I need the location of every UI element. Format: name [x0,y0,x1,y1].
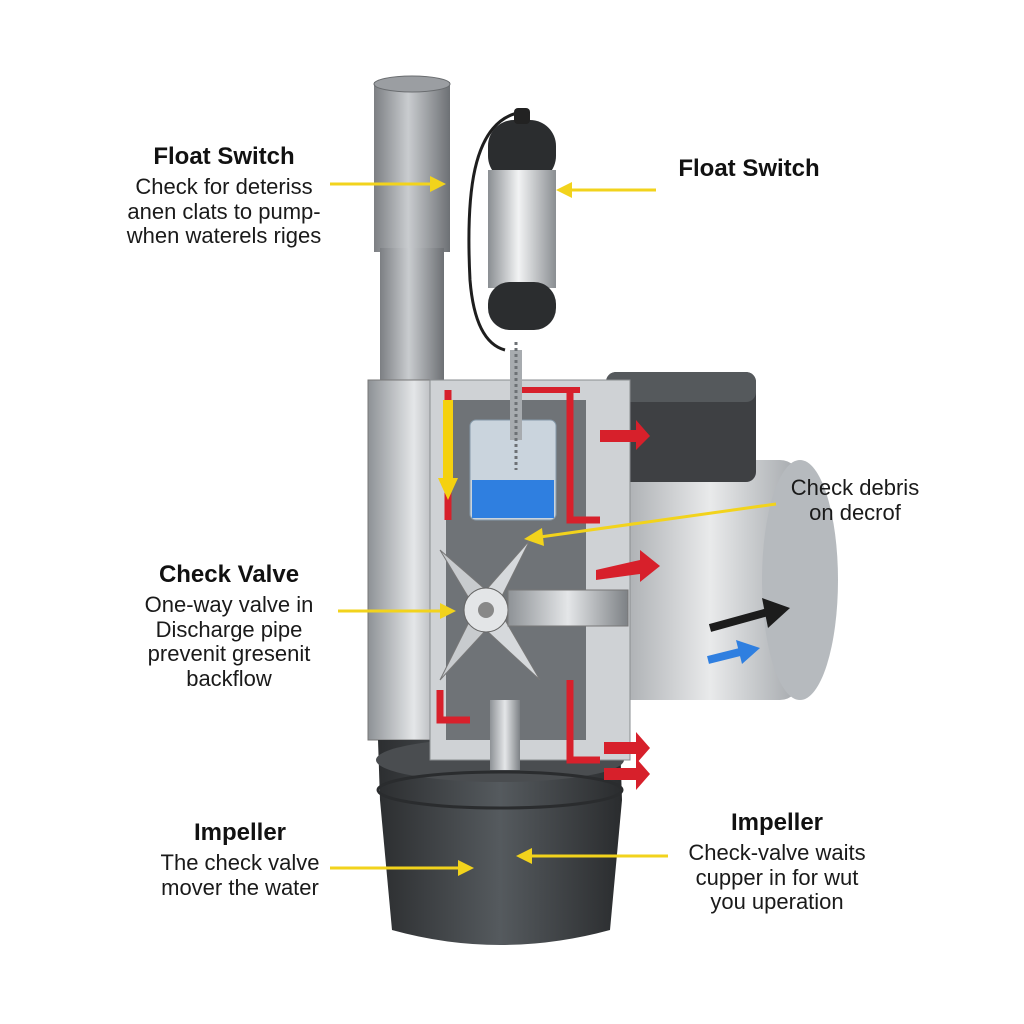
label-line: Check debris [790,475,920,500]
callout-arrow-valve [338,603,456,619]
label-float-switch-right: Float Switch [664,155,834,187]
label-line: anen clats to pump- [127,198,321,224]
label-line: One-way valve in [144,591,314,617]
label-title: Float Switch [678,155,820,182]
label-title: Impeller [730,809,824,836]
label-line: cupper in for wut [695,864,859,890]
label-check-valve: Check Valve One-way valve in Discharge p… [124,561,334,691]
motor-housing [600,372,838,700]
label-impeller-left: Impeller The check valve mover the water [140,819,340,900]
flow-arrows [707,598,790,664]
label-line: prevenit gresenit [147,641,311,667]
label-line: Check-valve waits [688,839,866,865]
label-title: Impeller [193,819,287,846]
label-line: backflow [186,665,272,691]
callout-arrow-impeller-left [330,860,474,876]
label-line: Discharge pipe [155,616,303,642]
float-switch-cylinder [467,108,556,352]
label-line: when waterels riges [126,223,322,249]
label-check-debris: Check debris on decrof [770,475,940,525]
label-line: Check for deteriss [135,173,313,199]
label-impeller-right: Impeller Check-valve waits cupper in for… [672,809,882,915]
callout-arrows [330,176,777,876]
label-title: Float Switch [153,143,295,170]
label-line: on decrof [809,499,901,525]
callout-arrow-float-right [556,182,656,198]
label-line: you uperation [710,889,844,915]
callout-arrow-impeller-right [516,848,668,864]
impeller [439,539,629,770]
callout-arrow-float-left [330,176,446,192]
label-line: The check valve [160,849,320,875]
label-float-switch-left: Float Switch Check for deteriss anen cla… [104,143,344,249]
label-title: Check Valve [158,561,300,588]
callout-arrow-debris [524,502,777,546]
float-chamber [469,342,557,521]
label-line: mover the water [161,874,319,900]
